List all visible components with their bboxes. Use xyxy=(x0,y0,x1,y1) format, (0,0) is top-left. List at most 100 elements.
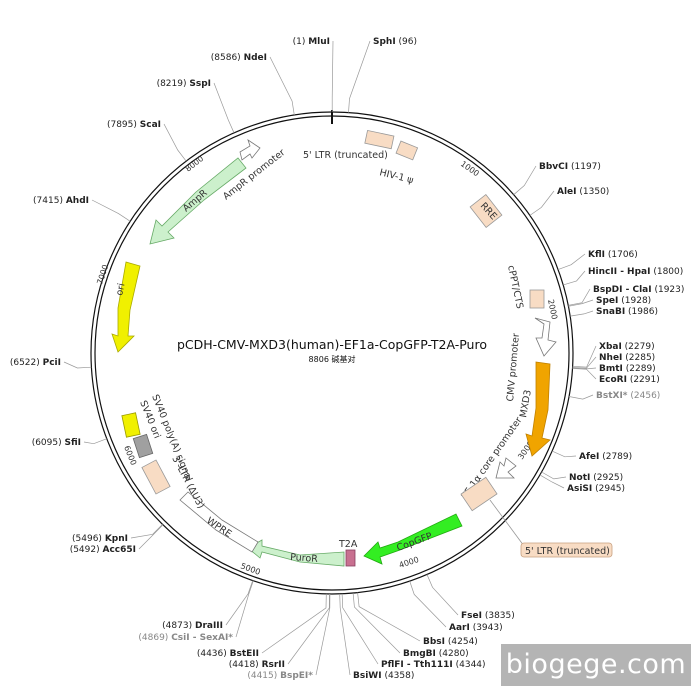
feature-amprp xyxy=(239,139,261,161)
site-name-33: ScaI xyxy=(140,120,161,130)
site-name-13: BstXI* xyxy=(596,391,628,401)
site-name-2: BbvCI xyxy=(539,162,568,172)
tick-5000: 5000 xyxy=(239,561,261,576)
site-name-35: NdeI xyxy=(244,53,267,63)
site-label-8: SnaBI (1986) xyxy=(596,307,658,317)
site-leader-10 xyxy=(572,356,597,369)
site-pos-16: (2945) xyxy=(592,484,625,494)
site-leader-30 xyxy=(83,438,107,445)
site-pos-1: (96) xyxy=(396,37,417,47)
site-label-33: (7895) ScaI xyxy=(107,120,161,130)
leader-ltr5b xyxy=(489,499,525,547)
site-pos-17: (3835) xyxy=(482,611,515,621)
site-pos-29: (5492) xyxy=(70,545,103,555)
site-leader-lines xyxy=(63,40,597,676)
site-name-22: BsiWI xyxy=(353,671,382,681)
site-name-17: FseI xyxy=(461,611,482,621)
site-pos-20: (4280) xyxy=(436,649,469,659)
site-label-20: BmgBI (4280) xyxy=(403,649,469,659)
site-pos-24: (4869) xyxy=(138,633,171,643)
site-leader-0 xyxy=(331,40,334,112)
site-label-14: AfeI (2789) xyxy=(579,452,632,462)
site-pos-9: (2279) xyxy=(622,342,655,352)
site-name-16: AsiSI xyxy=(567,484,592,494)
site-label-4: KflI (1706) xyxy=(588,250,638,260)
site-pos-5: (1800) xyxy=(650,267,683,277)
site-name-19: BbsI xyxy=(423,637,445,647)
site-label-32: (7415) AhdI xyxy=(33,196,89,206)
site-leader-25 xyxy=(261,593,327,654)
site-pos-14: (2789) xyxy=(599,452,632,462)
tick-8000: 8000 xyxy=(184,154,206,174)
site-leader-26 xyxy=(287,593,330,665)
site-pos-11: (2289) xyxy=(623,364,656,374)
backbone-outer xyxy=(90,111,574,595)
site-name-21: PflFI - Tth111I xyxy=(381,660,453,670)
site-pos-0: (1) xyxy=(293,37,309,47)
site-name-0: MluI xyxy=(308,37,330,47)
site-pos-4: (1706) xyxy=(605,250,638,260)
feature-puror xyxy=(247,539,345,567)
site-leader-5 xyxy=(563,270,586,286)
site-label-25: (4436) BstEII xyxy=(197,649,259,659)
site-label-30: (6095) SfiI xyxy=(32,438,81,448)
feature-hiv xyxy=(395,140,419,161)
site-leader-12 xyxy=(572,368,597,380)
site-leader-11 xyxy=(572,367,597,370)
feature-ampr xyxy=(149,157,247,245)
site-leader-28 xyxy=(130,524,163,539)
site-leader-34 xyxy=(213,82,235,133)
feature-ltr5b xyxy=(460,476,498,512)
site-label-1: SphI (96) xyxy=(373,37,417,47)
label-t2a: T2A xyxy=(338,539,358,550)
site-label-24: (4869) CsiI - SexAI* xyxy=(138,633,233,643)
site-label-11: BmtI (2289) xyxy=(599,364,656,374)
site-pos-19: (4254) xyxy=(445,637,478,647)
plasmid-length: 8806 碱基对 xyxy=(309,354,356,364)
site-label-26: (4418) RsrII xyxy=(229,660,285,670)
site-leader-6 xyxy=(568,288,591,306)
site-label-13: BstXI* (2456) xyxy=(596,391,660,401)
site-leader-24 xyxy=(235,580,254,638)
feature-mxd3 xyxy=(525,361,551,457)
site-pos-26: (4418) xyxy=(229,660,262,670)
tick-6000: 6000 xyxy=(122,444,138,466)
site-pos-32: (7415) xyxy=(33,196,66,206)
site-label-31: (6522) PciI xyxy=(10,358,61,368)
site-leader-20 xyxy=(352,593,401,654)
feature-ef1a xyxy=(495,457,517,479)
site-pos-22: (4358) xyxy=(382,671,415,681)
site-pos-13: (2456) xyxy=(628,391,661,401)
site-name-6: BspDI - ClaI xyxy=(593,285,652,295)
site-label-9: XbaI (2279) xyxy=(599,342,655,352)
site-leader-14 xyxy=(551,450,577,458)
site-name-11: BmtI xyxy=(599,364,623,374)
site-pos-10: (2285) xyxy=(622,353,655,363)
site-leader-22 xyxy=(339,593,351,676)
site-name-30: SfiI xyxy=(64,438,81,448)
site-label-15: NotI (2925) xyxy=(569,473,623,483)
site-name-34: SspI xyxy=(189,79,211,89)
site-leader-2 xyxy=(513,165,537,195)
site-pos-3: (1350) xyxy=(577,187,610,197)
site-name-25: BstEII xyxy=(230,649,259,659)
site-leader-16 xyxy=(539,474,565,489)
site-label-5: HincII - HpaI (1800) xyxy=(588,267,683,277)
feature-wpre xyxy=(179,491,259,553)
site-name-27: BspEI* xyxy=(280,671,313,681)
site-label-22: BsiWI (4358) xyxy=(353,671,414,681)
site-pos-23: (4873) xyxy=(162,621,195,631)
site-pos-18: (3943) xyxy=(470,623,503,633)
label-ori: ori xyxy=(114,282,127,296)
label-mxd3: MXD3 xyxy=(518,389,534,419)
site-leader-7 xyxy=(568,299,594,307)
site-label-2: BbvCI (1197) xyxy=(539,162,601,172)
site-leader-35 xyxy=(269,56,295,116)
site-leader-32 xyxy=(91,199,131,222)
feature-sv40pa xyxy=(132,433,154,459)
site-leader-29 xyxy=(138,524,164,550)
site-pos-34: (8219) xyxy=(157,79,190,89)
site-name-1: SphI xyxy=(373,37,396,47)
site-label-29: (5492) Acc65I xyxy=(70,545,136,555)
